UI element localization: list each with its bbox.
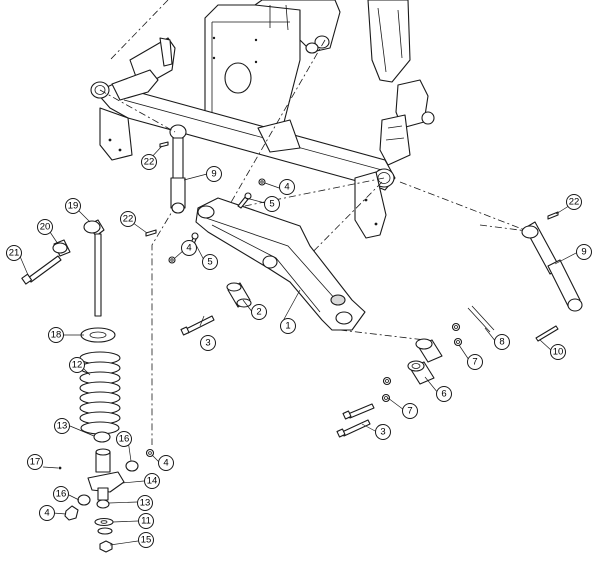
shock-absorber-right bbox=[521, 221, 583, 312]
bushing-2 bbox=[226, 282, 252, 308]
callout-15-label: 15 bbox=[141, 535, 152, 546]
callout-20: 20 bbox=[37, 219, 53, 235]
callout-6-label: 6 bbox=[441, 389, 446, 400]
callout-13-upper: 13 bbox=[54, 418, 70, 434]
callout-12-label: 12 bbox=[72, 360, 83, 371]
callout-12: 12 bbox=[69, 357, 85, 373]
callout-16-left: 16 bbox=[53, 486, 69, 502]
callout-22-upper-label: 22 bbox=[144, 157, 155, 168]
callout-5-lower: 5 bbox=[202, 254, 218, 270]
coil-over-assembly bbox=[52, 219, 139, 553]
callout-5-lower-label: 5 bbox=[207, 257, 212, 268]
callout-4-top: 4 bbox=[279, 179, 295, 195]
callout-4-right-label: 4 bbox=[163, 458, 168, 469]
callout-13-lower-label: 13 bbox=[140, 498, 151, 509]
frame-right-upright bbox=[367, 0, 411, 83]
callout-16-right-label: 16 bbox=[119, 434, 130, 445]
callout-18-label: 18 bbox=[51, 330, 62, 341]
callout-10: 10 bbox=[550, 344, 566, 360]
callout-4-mid: 4 bbox=[181, 240, 197, 256]
chassis-frame bbox=[90, 0, 435, 239]
frame-right-bracket bbox=[354, 171, 387, 239]
callout-21: 21 bbox=[6, 245, 22, 261]
ball-joint-bushings bbox=[407, 338, 443, 385]
callout-22-mid: 22 bbox=[120, 211, 136, 227]
callout-17: 17 bbox=[27, 454, 43, 470]
callout-4-left: 4 bbox=[39, 505, 55, 521]
callout-6: 6 bbox=[436, 386, 452, 402]
shock-absorber-left bbox=[170, 137, 186, 214]
callout-3-upper: 3 bbox=[200, 335, 216, 351]
callout-2: 2 bbox=[251, 304, 267, 320]
callout-5-upper: 5 bbox=[264, 196, 280, 212]
callout-18: 18 bbox=[48, 327, 64, 343]
callout-22-mid-label: 22 bbox=[123, 214, 134, 225]
callout-19-label: 19 bbox=[68, 201, 79, 212]
callout-9-right-label: 9 bbox=[581, 247, 586, 258]
callout-22-right: 22 bbox=[566, 194, 582, 210]
callout-21-label: 21 bbox=[9, 248, 20, 259]
callout-4-left-label: 4 bbox=[44, 508, 49, 519]
control-arm bbox=[195, 197, 366, 331]
callout-3-lower-label: 3 bbox=[380, 427, 385, 438]
callout-13-lower: 13 bbox=[137, 495, 153, 511]
callout-9-right: 9 bbox=[576, 244, 592, 260]
callout-11: 11 bbox=[138, 513, 154, 529]
frame-tower-hole bbox=[224, 62, 252, 94]
callout-22-right-label: 22 bbox=[569, 197, 580, 208]
callout-4-right: 4 bbox=[158, 455, 174, 471]
callout-1: 1 bbox=[280, 318, 296, 334]
callout-8: 8 bbox=[494, 334, 510, 350]
washers-and-nuts bbox=[64, 178, 495, 521]
callout-16-right: 16 bbox=[116, 431, 132, 447]
callout-7-left-label: 7 bbox=[407, 406, 412, 417]
callout-19: 19 bbox=[65, 198, 81, 214]
frame-left-bracket bbox=[99, 107, 133, 161]
callout-16-left-label: 16 bbox=[56, 489, 67, 500]
callout-7-right-label: 7 bbox=[472, 357, 477, 368]
callout-8-label: 8 bbox=[499, 337, 504, 348]
callout-13-upper-label: 13 bbox=[57, 421, 68, 432]
callout-7-right: 7 bbox=[467, 354, 483, 370]
callout-22-upper: 22 bbox=[141, 154, 157, 170]
callout-3-upper-label: 3 bbox=[205, 338, 210, 349]
callout-1-label: 1 bbox=[285, 321, 290, 332]
callout-14: 14 bbox=[144, 473, 160, 489]
callout-5-upper-label: 5 bbox=[269, 199, 274, 210]
callout-9-left: 9 bbox=[206, 166, 222, 182]
callout-10-label: 10 bbox=[553, 347, 564, 358]
callout-4-mid-label: 4 bbox=[186, 243, 191, 254]
callout-11-label: 11 bbox=[141, 516, 151, 527]
callout-7-left: 7 bbox=[402, 403, 418, 419]
callout-9-left-label: 9 bbox=[211, 169, 216, 180]
callout-3-lower: 3 bbox=[375, 424, 391, 440]
callout-4-top-label: 4 bbox=[284, 182, 289, 193]
callout-15: 15 bbox=[138, 532, 154, 548]
callout-20-label: 20 bbox=[40, 222, 51, 233]
callout-14-label: 14 bbox=[147, 476, 158, 487]
callout-17-label: 17 bbox=[30, 457, 41, 468]
callout-2-label: 2 bbox=[256, 307, 261, 318]
